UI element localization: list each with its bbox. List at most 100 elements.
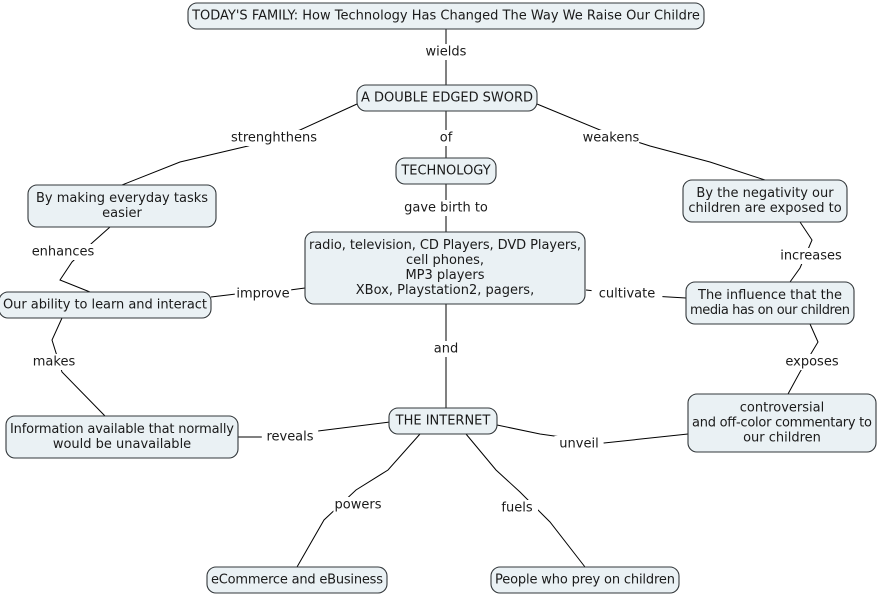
edge-labels-layer: wields strenghthens of weakens gave birth to… bbox=[31, 44, 847, 516]
edge-e-weakens bbox=[536, 103, 766, 181]
edge-label-e-weakens: weakens bbox=[583, 130, 640, 146]
edge-label-text: weakens bbox=[583, 131, 640, 146]
edge-label-backdrop bbox=[582, 130, 640, 146]
edge-e-powers bbox=[296, 433, 421, 568]
edge-e-enhances bbox=[59, 226, 111, 293]
edge-label-e-wields: wields bbox=[421, 44, 471, 60]
edge-label-backdrop bbox=[31, 244, 95, 260]
node-box[interactable] bbox=[5, 415, 239, 459]
edge-label-e-unveil: unveil bbox=[554, 436, 604, 452]
edge-label-backdrop bbox=[775, 248, 847, 264]
node-ecommerce[interactable]: eCommerce and eBusiness bbox=[206, 566, 388, 594]
edge-label-e-makes: makes bbox=[33, 354, 76, 370]
edge-label-text: increases bbox=[780, 249, 842, 264]
edge-label-e-strengthens: strenghthens bbox=[227, 130, 321, 146]
edge-label-e-of: of bbox=[435, 130, 457, 146]
node-label-line: TECHNOLOGY bbox=[400, 164, 490, 179]
edge-label-e-cultivate: cultivate bbox=[591, 286, 663, 302]
node-label-line: The influence that the bbox=[697, 288, 842, 303]
edge-label-backdrop bbox=[783, 354, 841, 370]
edge-label-e-enhances: enhances bbox=[31, 244, 95, 260]
edge-label-text: strenghthens bbox=[231, 131, 317, 146]
node-label-line: would be unavailable bbox=[53, 437, 191, 452]
edge-label-text: and bbox=[434, 342, 458, 357]
edge-label-backdrop bbox=[432, 341, 460, 357]
node-box[interactable] bbox=[187, 2, 705, 30]
edge-label-backdrop bbox=[33, 354, 75, 370]
edge-label-backdrop bbox=[261, 429, 319, 445]
edge-label-e-exposes: exposes bbox=[783, 354, 841, 370]
node-label-line: XBox, Playstation2, pagers, bbox=[356, 283, 534, 298]
edge-label-backdrop bbox=[421, 44, 471, 60]
node-label-line: our children bbox=[743, 431, 821, 446]
node-label-line: A DOUBLE EDGED SWORD bbox=[361, 91, 533, 106]
node-box[interactable] bbox=[395, 157, 497, 185]
node-label-line: media has on our children bbox=[690, 303, 850, 318]
node-label-line: By making everyday tasks bbox=[36, 191, 208, 206]
edge-label-text: improve bbox=[236, 287, 289, 302]
edge-label-backdrop bbox=[333, 497, 383, 513]
edge-label-backdrop bbox=[396, 200, 496, 216]
edge-label-e-increases: increases bbox=[775, 248, 847, 264]
node-box[interactable] bbox=[687, 393, 877, 453]
node-box[interactable] bbox=[206, 566, 388, 594]
edge-label-e-and: and bbox=[432, 341, 460, 357]
node-label-line: easier bbox=[102, 206, 142, 221]
edge-label-e-improve: improve bbox=[234, 286, 292, 302]
node-devices[interactable]: radio, television, CD Players, DVD Playe… bbox=[304, 231, 586, 305]
edge-label-backdrop bbox=[591, 286, 663, 302]
node-learn-interact[interactable]: Our ability to learn and interact bbox=[0, 291, 212, 319]
node-information[interactable]: Information available that normallywould… bbox=[5, 415, 239, 459]
node-internet[interactable]: THE INTERNET bbox=[388, 407, 498, 435]
node-label-line: People who prey on children bbox=[495, 573, 675, 588]
edge-label-text: fuels bbox=[501, 501, 532, 516]
node-technology[interactable]: TECHNOLOGY bbox=[395, 157, 497, 185]
edge-e-fuels bbox=[465, 433, 586, 568]
edge-label-backdrop bbox=[496, 500, 538, 516]
node-label-line: MP3 players bbox=[405, 268, 484, 283]
node-box[interactable] bbox=[304, 231, 586, 305]
node-box[interactable] bbox=[0, 291, 212, 319]
node-box[interactable] bbox=[490, 566, 680, 594]
edge-label-e-reveals: reveals bbox=[261, 429, 319, 445]
node-label-line: Information available that normally bbox=[10, 422, 234, 437]
node-box[interactable] bbox=[388, 407, 498, 435]
edge-label-backdrop bbox=[227, 130, 321, 146]
node-box[interactable] bbox=[356, 84, 538, 112]
node-prey[interactable]: People who prey on children bbox=[490, 566, 680, 594]
node-label-line: controversial bbox=[740, 401, 824, 416]
edge-label-e-fuels: fuels bbox=[496, 500, 538, 516]
node-label-line: TODAY'S FAMILY: How Technology Has Chang… bbox=[191, 9, 700, 24]
node-label-line: radio, television, CD Players, DVD Playe… bbox=[309, 238, 581, 253]
edge-label-text: cultivate bbox=[599, 287, 655, 302]
edge-label-text: reveals bbox=[266, 430, 313, 445]
node-box[interactable] bbox=[685, 281, 855, 325]
edge-label-e-powers: powers bbox=[333, 497, 383, 513]
edge-label-text: exposes bbox=[785, 355, 838, 370]
edge-label-text: makes bbox=[33, 355, 76, 370]
node-root[interactable]: TODAY'S FAMILY: How Technology Has Chang… bbox=[187, 2, 705, 30]
edge-label-backdrop bbox=[554, 436, 604, 452]
edge-label-text: gave birth to bbox=[404, 201, 488, 216]
node-box[interactable] bbox=[27, 184, 217, 228]
node-sword[interactable]: A DOUBLE EDGED SWORD bbox=[356, 84, 538, 112]
edge-label-text: wields bbox=[426, 45, 467, 60]
node-label-line: cell phones, bbox=[406, 253, 484, 268]
node-label-line: By the negativity our bbox=[696, 186, 834, 201]
edge-label-text: of bbox=[440, 131, 453, 146]
edge-label-text: powers bbox=[335, 498, 382, 513]
edge-label-text: unveil bbox=[559, 437, 598, 452]
edge-label-e-gavebirth: gave birth to bbox=[396, 200, 496, 216]
node-box[interactable] bbox=[682, 179, 848, 223]
node-label-line: and off-color commentary to bbox=[692, 416, 872, 431]
edge-label-backdrop bbox=[234, 286, 292, 302]
node-label-line: Our ability to learn and interact bbox=[3, 298, 207, 313]
node-label-line: eCommerce and eBusiness bbox=[211, 573, 383, 588]
node-label-line: THE INTERNET bbox=[395, 414, 491, 429]
